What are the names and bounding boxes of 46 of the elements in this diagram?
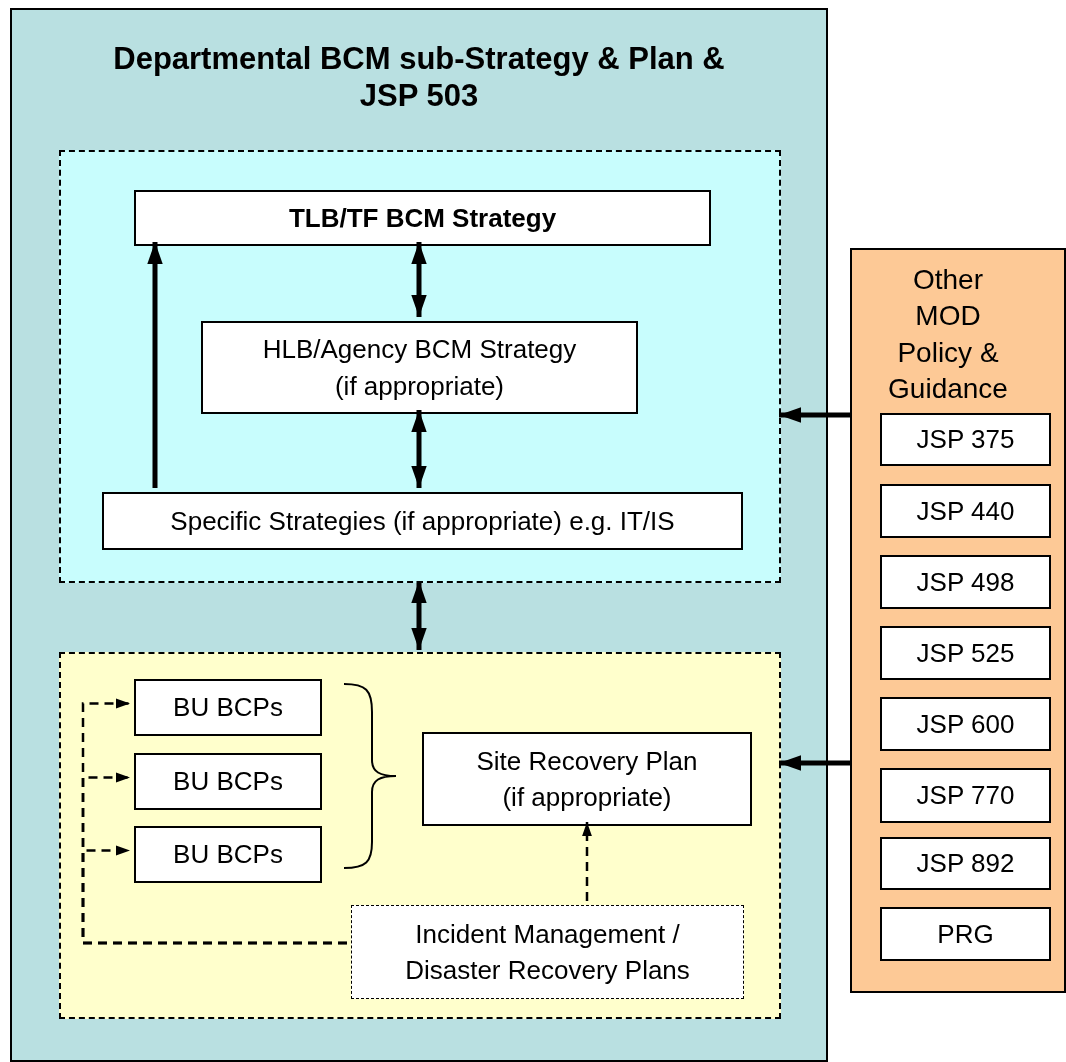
box-label: JSP 440 <box>916 494 1015 528</box>
process-box <box>134 753 322 810</box>
arrow <box>779 407 850 423</box>
dashed-group-box <box>59 150 781 583</box>
document-box <box>880 484 1051 538</box>
arrow <box>147 242 163 488</box>
process-box <box>201 321 638 414</box>
panel-heading: Other MOD Policy & Guidance <box>887 263 1009 407</box>
box-label: JSP 375 <box>916 423 1015 457</box>
document-box <box>880 413 1051 466</box>
arrow <box>779 755 850 771</box>
box-label: Site Recovery Plan (if appropriate) <box>475 744 699 814</box>
document-box <box>880 837 1051 890</box>
box-label: JSP 525 <box>916 636 1015 670</box>
box-label: JSP 600 <box>916 707 1015 741</box>
process-box <box>134 826 322 883</box>
document-box <box>880 626 1051 680</box>
box-label: HLB/Agency BCM Strategy (if appropriate) <box>261 333 578 403</box>
arrow <box>411 581 427 650</box>
box-label: JSP 892 <box>916 847 1015 881</box>
document-box <box>880 697 1051 751</box>
dashed-group-box <box>59 652 781 1019</box>
document-box <box>880 907 1051 961</box>
box-label: BU BCPs <box>173 765 283 799</box>
process-box <box>422 732 752 826</box>
box-label: BU BCPs <box>173 838 283 872</box>
box-label: PRG <box>937 917 994 951</box>
dashed-process-box <box>351 905 744 999</box>
panel <box>10 8 828 1062</box>
box-label: Incident Management / Disaster Recovery Plans <box>404 917 691 987</box>
process-box <box>102 492 743 550</box>
arrow <box>411 242 427 317</box>
arrow <box>411 410 427 488</box>
process-box <box>134 190 711 246</box>
box-label: JSP 498 <box>916 565 1015 599</box>
box-label: JSP 770 <box>916 779 1015 813</box>
panel <box>850 248 1066 993</box>
box-label: TLB/TF BCM Strategy <box>288 201 557 235</box>
box-label: Specific Strategies (if appropriate) e.g. IT/IS <box>170 504 675 538</box>
document-box <box>880 768 1051 823</box>
box-heading: Departmental BCM sub-Strategy & Plan & JSP 503 <box>112 40 726 115</box>
box-label: BU BCPs <box>173 691 283 725</box>
arrow <box>81 845 347 945</box>
document-box <box>880 555 1051 609</box>
arrow <box>582 822 592 901</box>
process-box <box>134 679 322 736</box>
